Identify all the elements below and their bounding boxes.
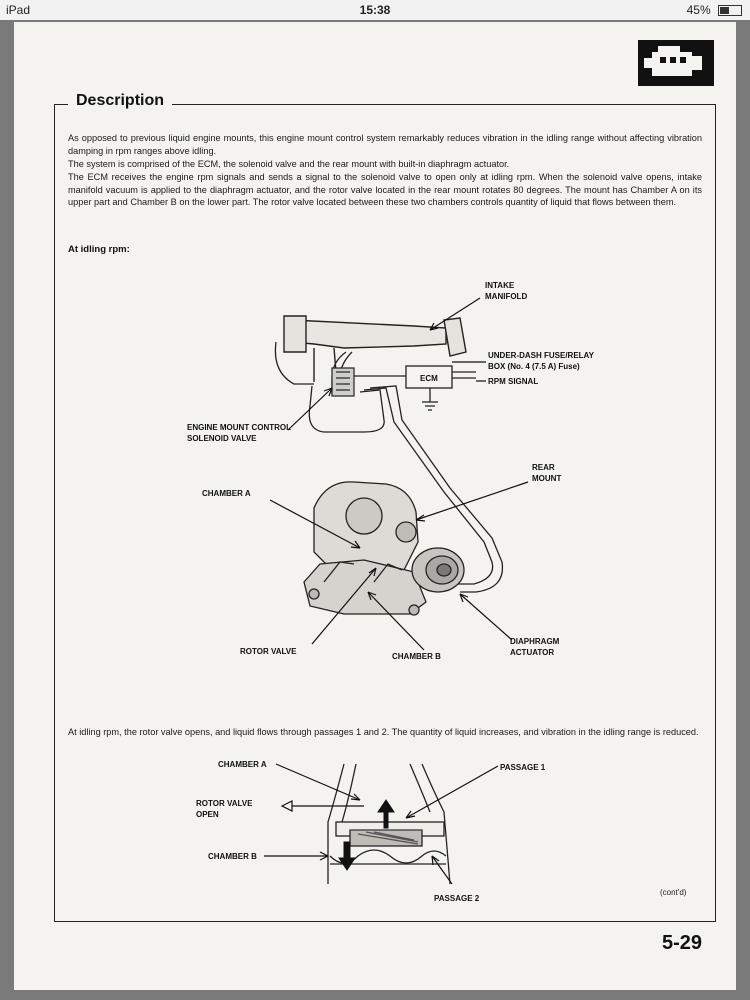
ecm-box [354,365,476,411]
solenoid-label-1: ENGINE MOUNT CONTROL [187,423,291,432]
passage-1-label: PASSAGE 1 [500,763,546,772]
flow-arrows [338,799,395,871]
diaphragm-label-1: DIAPHRAGM [510,637,560,646]
intake-manifold-label-2: MANIFOLD [485,292,527,301]
manual-page: Description As opposed to previous liqui… [14,22,736,990]
idling-paragraph: At idling rpm, the rotor valve opens, an… [68,727,699,737]
description-frame [54,104,716,922]
intake-manifold-drawing [283,315,467,382]
leader-lines [269,297,529,651]
continued-note: (cont'd) [660,888,687,897]
rear-mount-drawing [303,481,465,616]
solenoid-valve-drawing [331,367,355,397]
clock: 15:38 [359,3,391,17]
fuse-box-label-2: BOX (No. 4 (7.5 A) Fuse) [488,362,580,371]
fuse-box-label-1: UNDER-DASH FUSE/RELAY [488,351,595,360]
page-number: 5-29 [662,932,703,954]
rear-mount-label-1: REAR [532,463,555,472]
battery-icon [718,5,742,17]
diaphragm-label-2: ACTUATOR [510,648,554,657]
rotor-valve-label: ROTOR VALVE [240,647,297,656]
rotor-valve-open-label-1: ROTOR VALVE [196,799,253,808]
chamber-b-label-2: CHAMBER B [208,852,257,861]
solenoid-label-2: SOLENOID VALVE [187,434,257,443]
passage-2-label: PASSAGE 2 [434,894,480,903]
device-label: iPad [6,3,31,17]
rotor-valve-open-label-2: OPEN [196,810,219,819]
battery-status: 45% [687,3,742,17]
chamber-b-label: CHAMBER B [392,652,441,661]
battery-percent: 45% [686,3,711,17]
engine-icon [638,40,714,86]
intake-manifold-label-1: INTAKE [485,281,515,290]
rear-mount-label-2: MOUNT [532,474,561,483]
section-title: Description [68,92,173,110]
rpm-signal-label: RPM SIGNAL [488,377,538,386]
ecm-paragraph: The ECM receives the engine rpm signals … [68,172,702,207]
chamber-a-label: CHAMBER A [202,489,251,498]
chamber-a-label-2: CHAMBER A [218,760,267,769]
subheading: At idling rpm: [68,244,130,255]
status-bar: iPad 15:38 45% [0,0,750,20]
intro-paragraph: As opposed to previous liquid engine mou… [68,133,702,156]
engine-mount-diagram: ECM INTAKE MANIFOLD [187,281,595,903]
ecm-label: ECM [420,374,438,383]
leader-lines-2 [264,763,499,885]
system-paragraph: The system is comprised of the ECM, the … [68,159,510,169]
rotor-open-arrow [280,800,364,812]
